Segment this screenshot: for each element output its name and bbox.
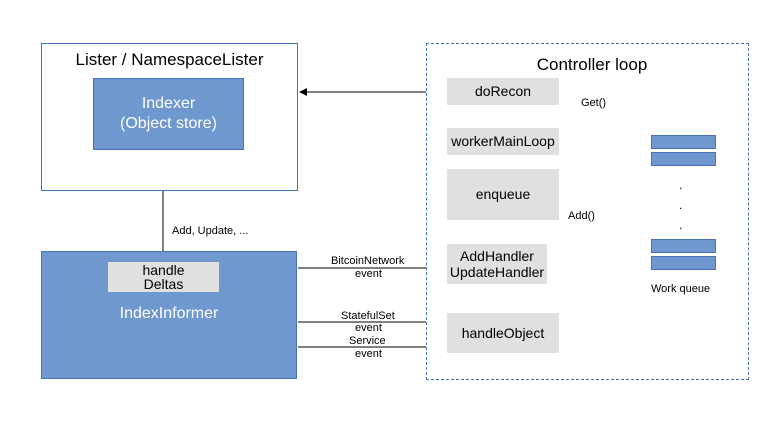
add-update-label: Add, Update, ... [172, 225, 249, 237]
deltas-label: Deltas [143, 276, 184, 292]
ellipsis-dot: . [679, 218, 683, 232]
index-informer-label: IndexInformer [119, 305, 219, 322]
service-label: Service [349, 335, 386, 347]
handler-box: AddHandler UpdateHandler [447, 244, 547, 284]
ellipsis-dot: . [679, 198, 683, 212]
work-queue-item [651, 256, 716, 270]
handle-label: handle [142, 262, 185, 278]
work-queue-item [651, 239, 716, 253]
handle-deltas-box: handle Deltas [108, 262, 219, 292]
controller-loop-title: Controller loop [536, 55, 648, 74]
bitcoin-network-label: BitcoinNetwork [331, 255, 405, 267]
index-informer-box [41, 251, 297, 379]
add-handler-label: AddHandler [460, 248, 534, 264]
statefulset-event-label: event [355, 322, 382, 334]
handle-object-box: handleObject [447, 313, 559, 353]
work-queue-item [651, 152, 716, 166]
work-queue-label: Work queue [651, 283, 711, 295]
get-label: Get() [581, 97, 607, 109]
do-recon-box: doRecon [447, 78, 559, 105]
add-label: Add() [568, 210, 595, 222]
update-handler-label: UpdateHandler [449, 264, 545, 280]
service-event-label: event [355, 348, 382, 360]
indexer-label: Indexer [141, 95, 196, 112]
indexer-sublabel: (Object store) [120, 115, 217, 132]
indexer-box: Indexer (Object store) [93, 78, 244, 150]
bitcoin-network-event-label: event [355, 268, 382, 280]
lister-title: Lister / NamespaceLister [75, 50, 264, 69]
worker-main-loop-box: workerMainLoop [447, 128, 559, 155]
work-queue-item [651, 135, 716, 149]
enqueue-box: enqueue [447, 169, 559, 220]
statefulset-label: StatefulSet [341, 310, 395, 322]
ellipsis-dot: . [679, 178, 683, 192]
